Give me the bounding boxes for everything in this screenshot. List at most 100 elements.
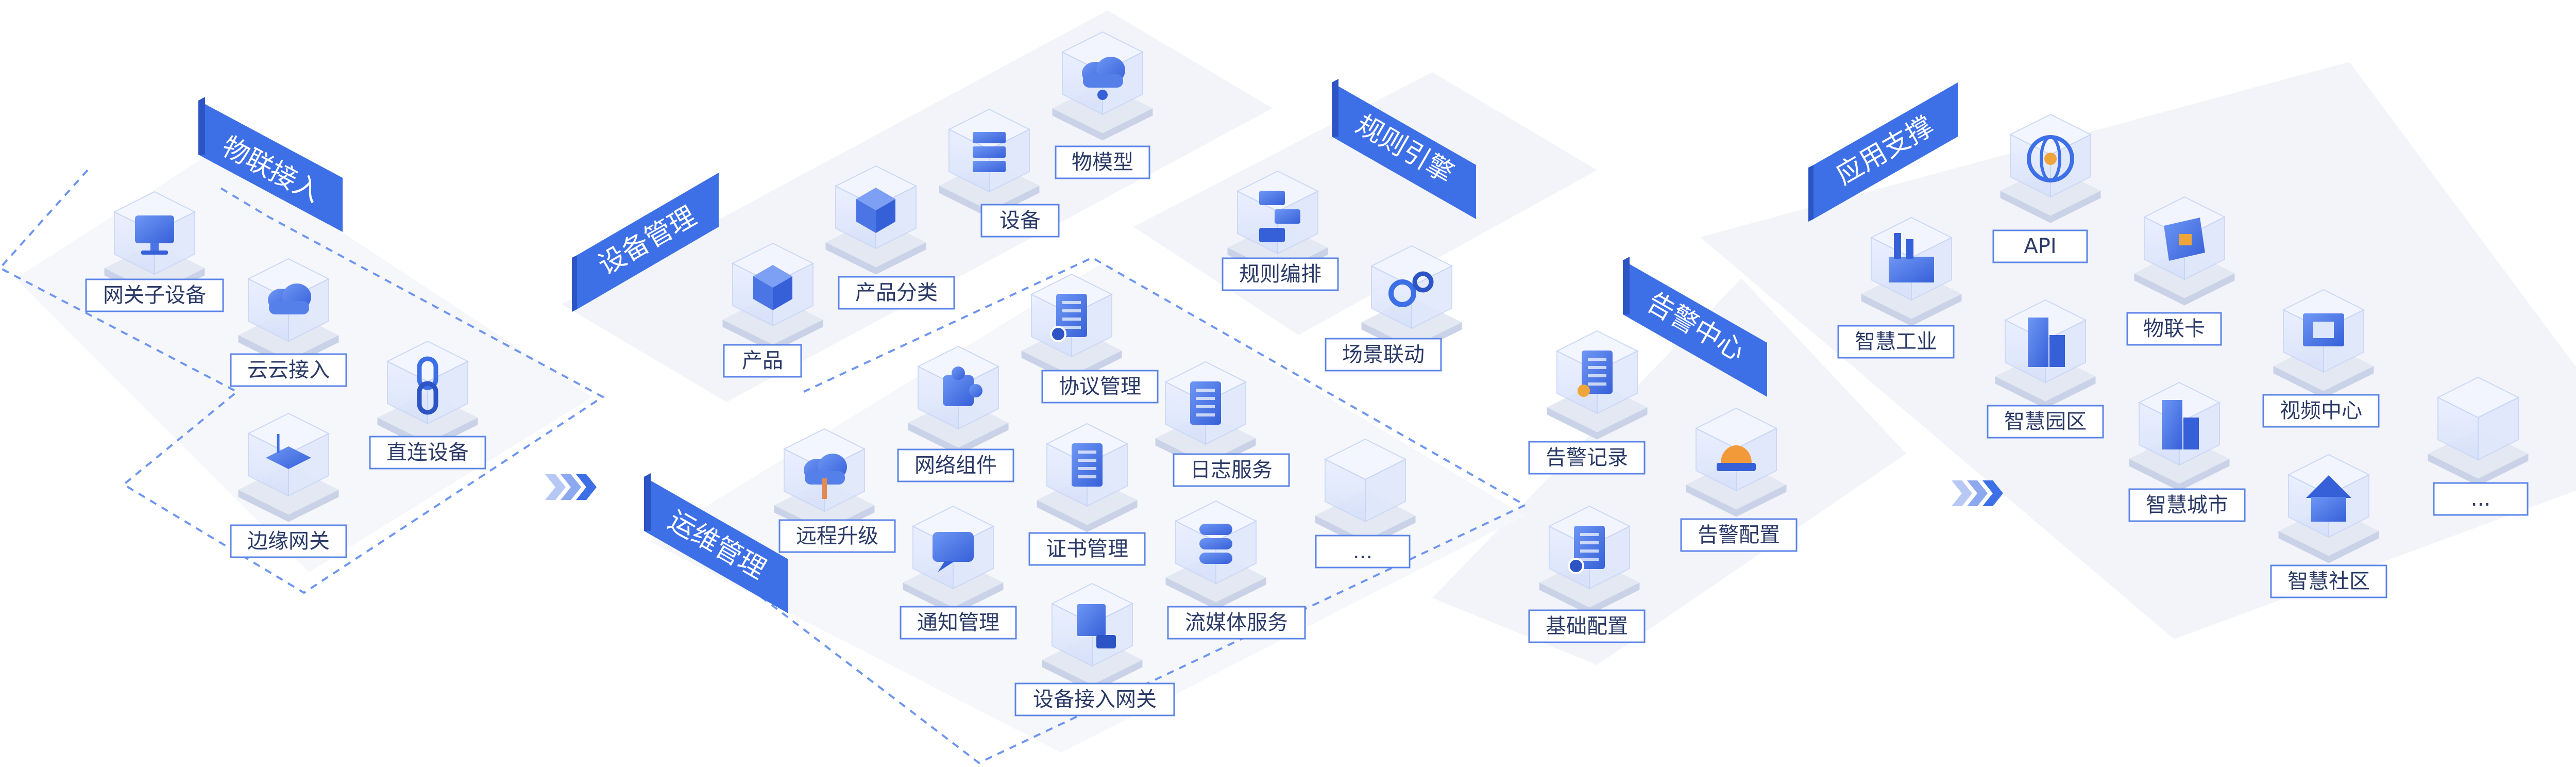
node-alarm-center-1[interactable]: 告警配置 (1680, 407, 1798, 552)
node-operations-5[interactable]: ... (1315, 438, 1416, 569)
node-label-box (85, 278, 224, 312)
node-base-edge (2129, 459, 2230, 491)
node-app-support-4[interactable]: 视频中心 (2262, 289, 2380, 428)
node-label: 设备 (999, 209, 1041, 232)
node-label: 智慧园区 (2004, 410, 2087, 433)
node-iot-access-1[interactable]: 云云接入 (230, 258, 347, 387)
node-operations-3[interactable]: 远程升级 (774, 428, 896, 553)
document-gear-icon (1050, 294, 1087, 342)
node-label-box (1315, 535, 1411, 569)
iot-access-boundary (0, 169, 605, 594)
node-app-support-6[interactable]: ... (2428, 376, 2529, 516)
node-label-box (2270, 564, 2387, 598)
node-operations-6[interactable]: 通知管理 (900, 505, 1017, 640)
globe-api-icon (2027, 135, 2074, 182)
node-label-box (1055, 145, 1150, 179)
node-label: 产品 (742, 349, 783, 373)
node-device-management-3[interactable]: 产品 (722, 242, 823, 378)
node-label-box (230, 353, 347, 387)
node-alarm-center-0[interactable]: 告警记录 (1528, 330, 1648, 475)
gears-icon (1388, 271, 1434, 307)
node-operations-0[interactable]: 协议管理 (1021, 273, 1159, 404)
flow-arrow-right (1952, 480, 2003, 506)
cloud-upload-icon (804, 454, 847, 499)
app-support-platform (1700, 62, 2576, 639)
node-operations-1[interactable]: 网络组件 (897, 345, 1014, 482)
node-rule-engine-1[interactable]: 场景联动 (1325, 245, 1462, 372)
node-app-support-1[interactable]: 智慧工业 (1837, 216, 1962, 359)
monitor-icon (135, 215, 174, 255)
cube-top-face (2009, 113, 2092, 156)
cube-top-face (1324, 438, 1407, 480)
document-settings-icon (1568, 526, 1605, 574)
node-label: 网关子设备 (103, 284, 206, 307)
node-app-support-5[interactable]: 智慧城市 (2128, 381, 2246, 522)
node-base-edge (1037, 500, 1138, 532)
city-icon (2162, 400, 2199, 449)
node-base-edge (908, 423, 1009, 455)
node-iot-access-0[interactable]: 网关子设备 (85, 191, 224, 312)
node-operations-4[interactable]: 证书管理 (1028, 423, 1146, 566)
node-operations-2[interactable]: 日志服务 (1155, 361, 1290, 487)
node-label-box (230, 524, 347, 558)
node-label-box (1041, 370, 1159, 404)
node-base-edge (1052, 108, 1153, 141)
node-label-box (900, 606, 1017, 640)
node-base-edge (1686, 485, 1787, 517)
node-label: 协议管理 (1059, 375, 1141, 398)
node-base-edge (2134, 273, 2235, 306)
node-device-management-1[interactable]: 设备 (939, 108, 1060, 238)
node-label-box (1028, 532, 1146, 566)
node-operations-7[interactable]: 流媒体服务 (1165, 500, 1306, 640)
dashed-boundaries (0, 169, 1528, 764)
node-app-support-3[interactable]: 智慧园区 (1987, 299, 2104, 439)
node-label: 设备接入网关 (1033, 688, 1157, 711)
node-label: 告警记录 (1546, 446, 1628, 470)
blocks-icon (856, 188, 895, 233)
puzzle-icon (943, 366, 982, 406)
node-label-box (1173, 453, 1290, 487)
node-device-management-0[interactable]: 物模型 (1052, 31, 1153, 179)
node-base-edge (1165, 577, 1266, 610)
node-operations-8[interactable]: 设备接入网关 (1014, 582, 1175, 716)
node-label-box (838, 276, 955, 310)
cloud-box-icon (268, 284, 311, 314)
node-app-support-7[interactable]: 智慧社区 (2270, 454, 2387, 598)
node-label: 物联卡 (2143, 317, 2205, 341)
cube-top-face (1370, 245, 1453, 287)
node-base-edge (1995, 376, 2096, 409)
node-label: 远程升级 (796, 524, 878, 548)
node-base-edge (2278, 531, 2379, 563)
node-iot-access-2[interactable]: 直连设备 (369, 340, 486, 470)
node-label: 直连设备 (386, 441, 469, 464)
node-device-management-2[interactable]: 产品分类 (825, 165, 955, 310)
node-app-support-2[interactable]: 物联卡 (2126, 196, 2235, 346)
node-label: 边缘网关 (247, 529, 330, 553)
node-label: 智慧社区 (2287, 570, 2370, 593)
document-alert-icon (1578, 351, 1613, 397)
cube-icon (753, 265, 792, 310)
alarm-light-icon (1717, 445, 1756, 471)
node-label: 产品分类 (855, 281, 938, 305)
node-label: 网络组件 (914, 454, 997, 477)
node-iot-access-3[interactable]: 边缘网关 (230, 412, 347, 558)
node-base-edge (1861, 294, 1962, 326)
node-label: ... (1353, 540, 1372, 563)
node-label: 流媒体服务 (1185, 611, 1288, 635)
node-app-support-0[interactable]: API (1992, 113, 2101, 263)
node-alarm-center-2[interactable]: 基础配置 (1528, 505, 1646, 643)
node-base-edge (2273, 366, 2374, 398)
disk-stack-icon (1199, 524, 1232, 564)
node-base-edge (238, 490, 339, 522)
node-label: 日志服务 (1190, 458, 1273, 482)
certificate-icon (1072, 443, 1103, 487)
chat-bubble-icon (933, 532, 974, 572)
node-label-box (369, 436, 486, 470)
node-base-edge (825, 242, 926, 275)
node-label-box (778, 519, 896, 553)
node-rule-engine-0[interactable]: 规则编排 (1222, 170, 1339, 291)
node-label-box (1528, 609, 1646, 643)
gateway-icon (1077, 604, 1116, 648)
film-icon (2303, 313, 2344, 346)
